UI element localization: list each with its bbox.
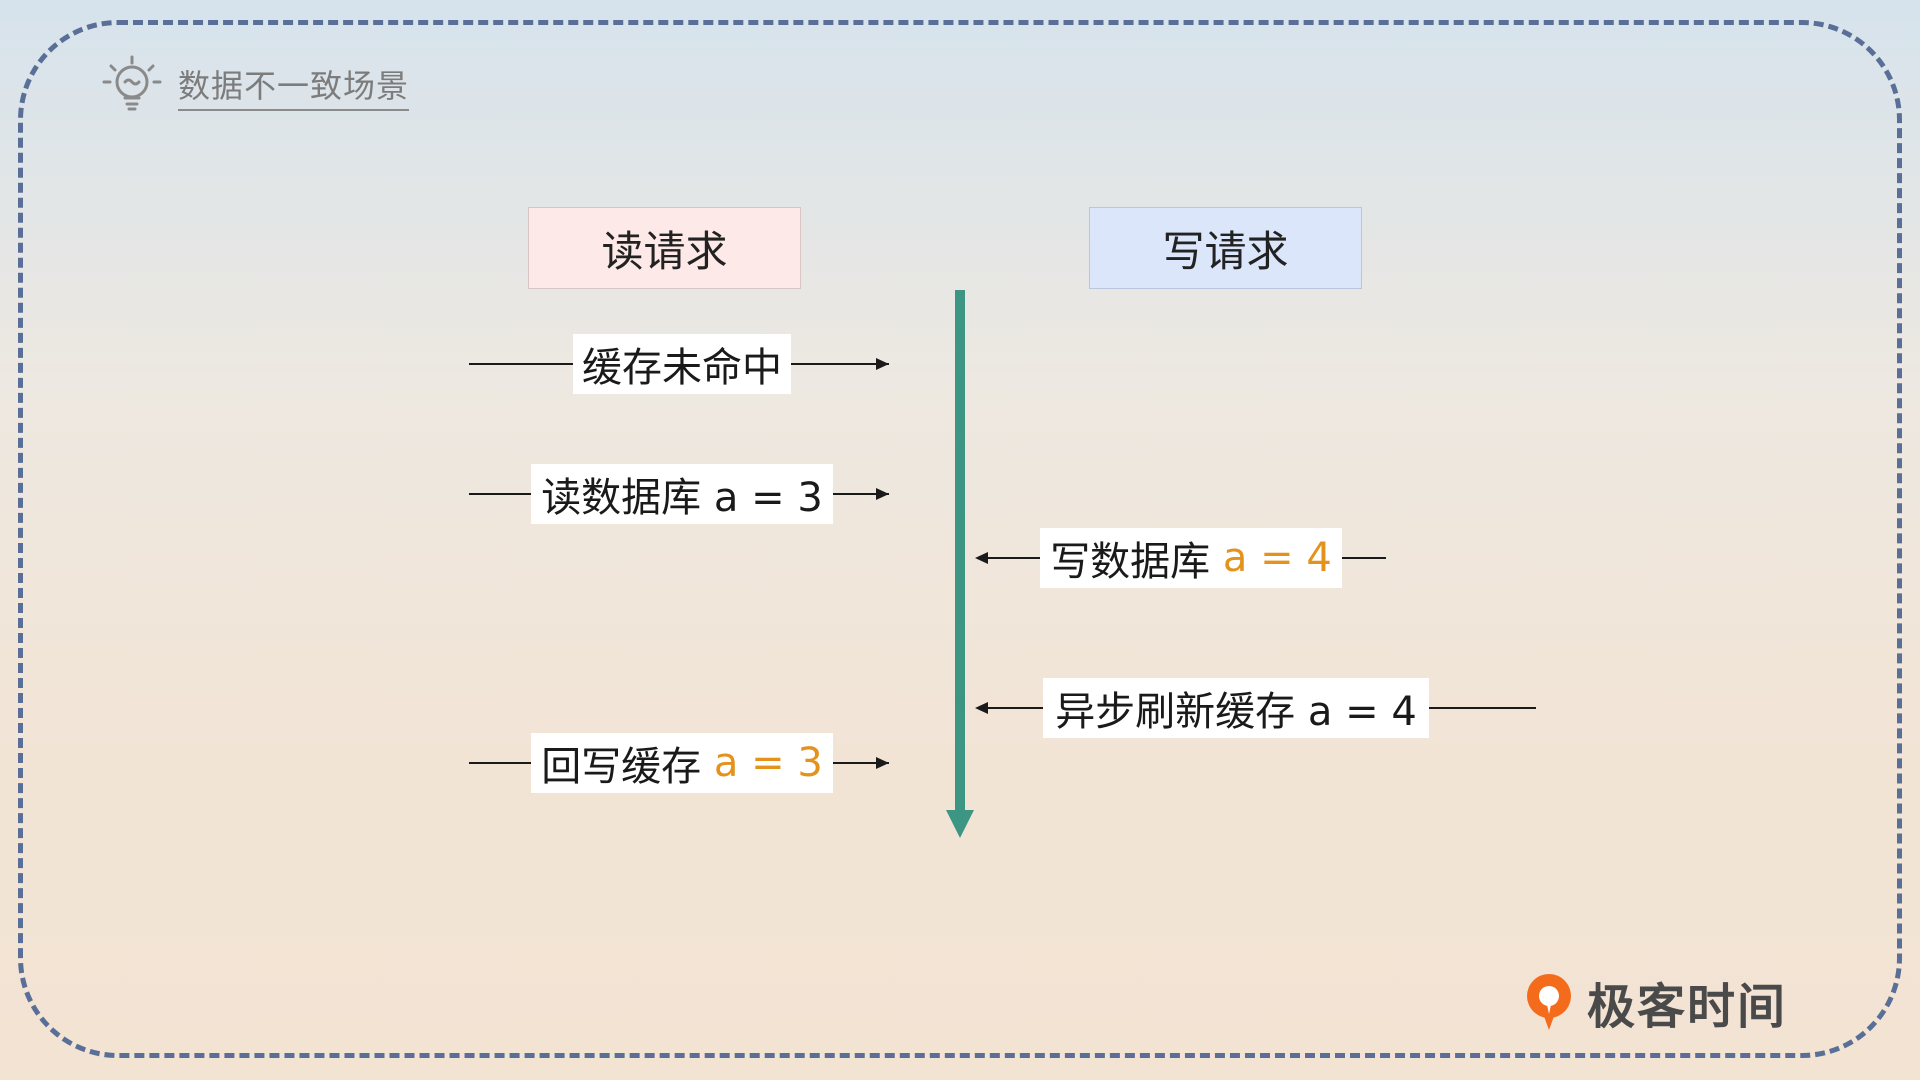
- write-back-label: 回写缓存 a = 3: [531, 733, 833, 793]
- write-back-arrowhead: [876, 757, 889, 769]
- async-refresh-arrowhead: [975, 702, 988, 714]
- cache-miss-label: 缓存未命中: [573, 334, 791, 394]
- geektime-logo-icon: [1527, 974, 1571, 1030]
- brand-logo: 极客时间: [1521, 967, 1787, 1037]
- hint-title: 数据不一致场景: [178, 61, 410, 111]
- brand-name: 极客时间: [1587, 979, 1788, 1035]
- write-back-prefix: 回写缓存: [541, 744, 714, 790]
- write-db-arrowhead: [975, 552, 988, 564]
- timeline-axis: [955, 290, 965, 812]
- write-request-header: 写请求: [1089, 207, 1362, 289]
- read-db-text: 读数据库 a = 3: [541, 475, 823, 521]
- hint-header: 数据不一致场景: [100, 54, 410, 118]
- timeline-arrow-head: [946, 810, 974, 838]
- write-db-value: a = 4: [1222, 535, 1332, 581]
- write-db-label: 写数据库 a = 4: [1040, 528, 1342, 588]
- lightbulb-icon: [102, 55, 162, 111]
- read-db-label: 读数据库 a = 3: [531, 464, 833, 524]
- async-refresh-text: 异步刷新缓存 a = 4: [1055, 689, 1417, 735]
- read-db-arrowhead: [876, 488, 889, 500]
- write-back-value: a = 3: [713, 740, 823, 786]
- write-db-prefix: 写数据库: [1050, 539, 1223, 585]
- async-refresh-label: 异步刷新缓存 a = 4: [1043, 678, 1429, 738]
- read-request-header: 读请求: [528, 207, 801, 289]
- cache-miss-text: 缓存未命中: [582, 345, 782, 391]
- cache-miss-arrowhead: [876, 358, 889, 370]
- dashed-frame: [18, 20, 1902, 1058]
